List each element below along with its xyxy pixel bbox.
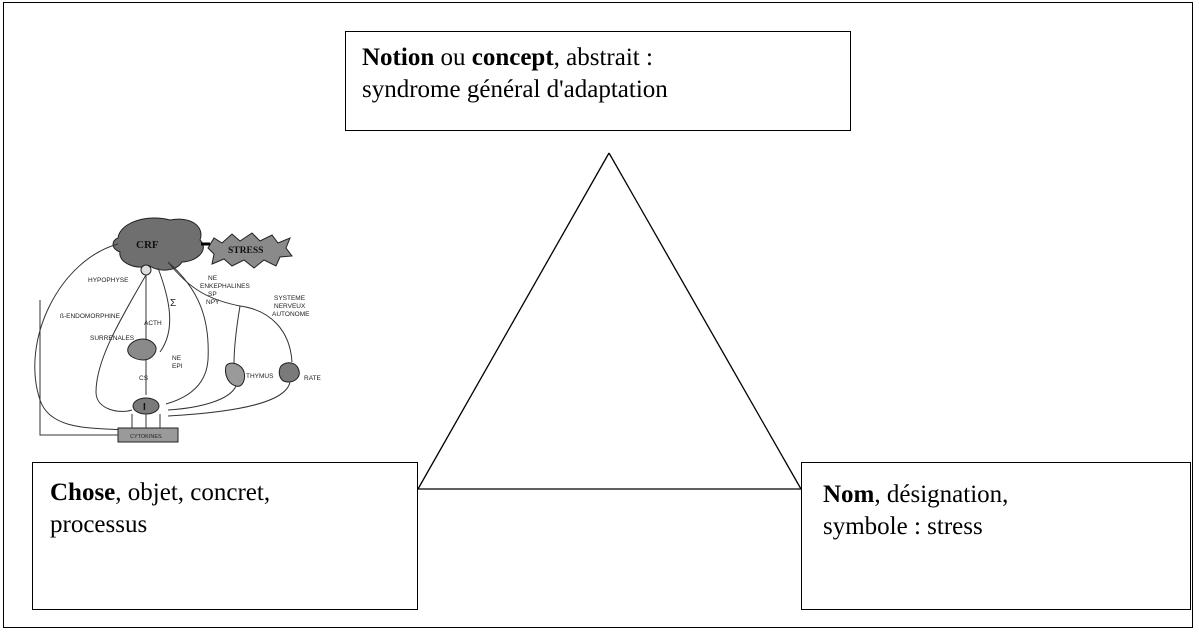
sigma-label: Σ xyxy=(170,298,176,309)
chose-line-2: processus xyxy=(50,511,148,538)
notion-line-2: syndrome général d'adaptation xyxy=(362,76,668,103)
systeme-label-3: AUTONOME xyxy=(272,311,310,318)
rate-label: RATE xyxy=(304,375,322,382)
i-label: I xyxy=(143,402,146,413)
concept-bold: concept xyxy=(471,44,554,71)
endomorphine-label: ß-ENDOMORPHINE xyxy=(60,313,121,320)
cytokines-label: CYTOKINES xyxy=(130,434,162,440)
nom-designation-box: Nom, désignation, symbole : stress xyxy=(801,462,1191,610)
crf-label: CRF xyxy=(136,239,159,251)
chose-bold: Chose xyxy=(50,479,116,506)
cs-label: CS xyxy=(139,375,149,382)
sp-label: SP xyxy=(208,291,217,298)
chose-line1-rest: , objet, concret, xyxy=(115,479,271,506)
hypophyse-gland xyxy=(140,264,152,276)
triangle-right-edge xyxy=(608,152,802,490)
chose-object-box: Chose, objet, concret, processus xyxy=(32,462,418,610)
immune-i-ellipse xyxy=(132,397,160,415)
nom-bold: Nom xyxy=(823,481,875,508)
ne-epi-label-2: EPI xyxy=(172,363,183,370)
ne-label: NE xyxy=(208,275,218,282)
surrenales-label: SURRENALES xyxy=(90,335,135,342)
nom-line-1: Nom, désignation, xyxy=(823,479,1169,511)
enkephalines-label: ENKEPHALINES xyxy=(200,283,251,290)
notion-concept-box: Notion ou concept, abstrait : syndrome g… xyxy=(345,31,851,131)
notion-line1-rest: , abstrait : xyxy=(553,44,653,71)
thymus-organ xyxy=(225,362,245,387)
crf-brain-shape xyxy=(112,217,204,271)
notion-line-1: Notion ou concept, abstrait : xyxy=(362,42,834,74)
acth-label: ACTH xyxy=(144,320,162,327)
systeme-label-1: SYSTEME xyxy=(274,295,306,302)
stress-physiology-illustration xyxy=(34,217,300,443)
notion-bold: Notion xyxy=(362,44,435,71)
ne-epi-label-1: NE xyxy=(172,355,182,362)
triangle-left-edge xyxy=(417,152,610,490)
outer-frame xyxy=(3,2,1193,628)
nom-line-2: symbole : stress xyxy=(823,513,983,540)
rate-organ xyxy=(278,362,300,383)
surrenales-gland xyxy=(127,338,157,361)
stress-label: STRESS xyxy=(228,246,263,256)
nom-line1-rest: , désignation, xyxy=(874,481,1009,508)
thymus-label: THYMUS xyxy=(246,373,274,380)
notion-mid: ou xyxy=(434,44,472,71)
hypophyse-label: HYPOPHYSE xyxy=(88,277,129,284)
stress-burst-shape xyxy=(207,232,293,269)
npy-label: NPY xyxy=(206,299,220,306)
chose-line-1: Chose, objet, concret, xyxy=(50,477,400,509)
systeme-label-2: NERVEUX xyxy=(274,303,306,310)
